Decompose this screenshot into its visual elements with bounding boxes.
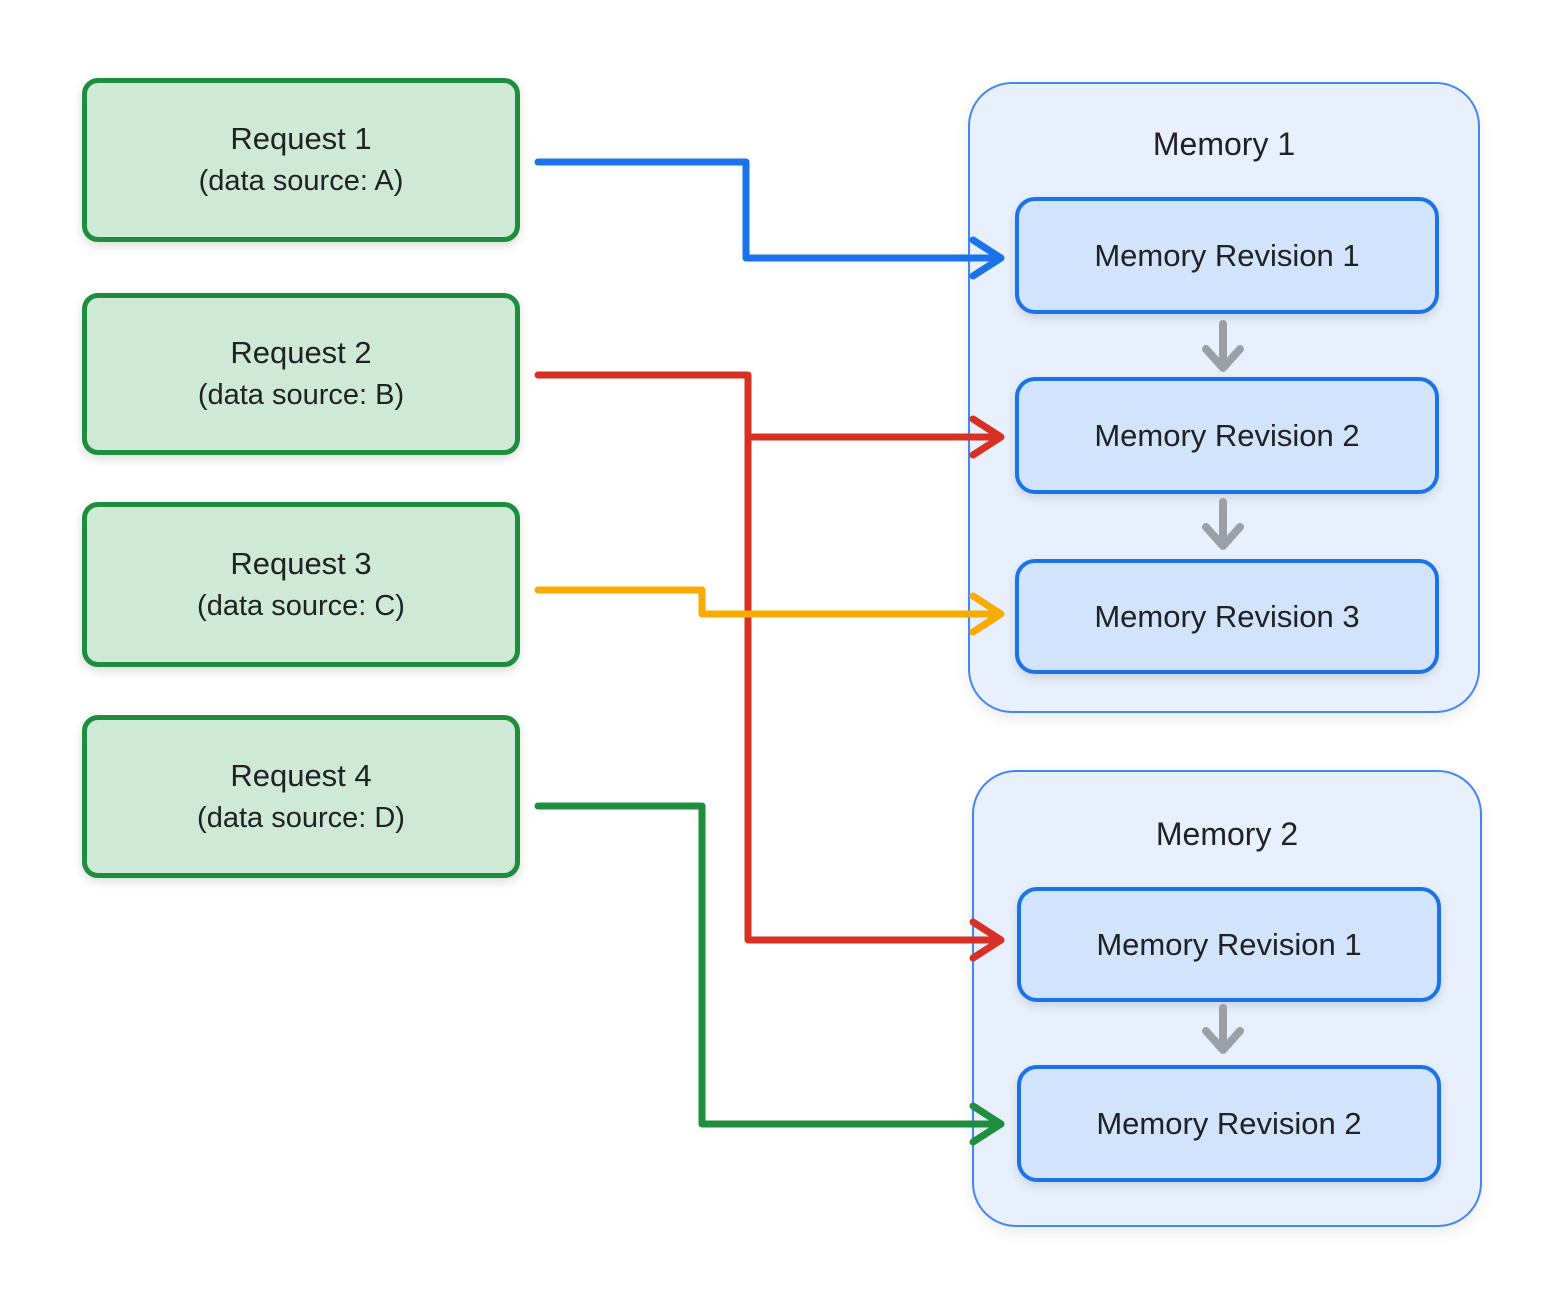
request-1-title: Request 1 [230, 121, 372, 156]
request-3-card: Request 3 (data source: C) [82, 502, 520, 667]
memory-2-revision-2-box: Memory Revision 2 [1017, 1065, 1441, 1182]
connector-request-3-to-memory-1-revision-3 [534, 586, 1005, 636]
connector-request-1-to-memory-1-revision-1 [534, 158, 1005, 280]
request-4-title: Request 4 [230, 757, 372, 793]
request-2-title: Request 2 [230, 335, 372, 370]
memory-1-title: Memory 1 [1152, 126, 1296, 162]
memory-1-revision-3-box: Memory Revision 3 [1015, 559, 1439, 674]
request-1-subtitle: (data source: A) [198, 165, 404, 198]
request-3-title: Request 3 [230, 545, 372, 581]
memory-2-title: Memory 2 [1155, 816, 1299, 852]
connector-request-4-to-memory-2-revision-2 [534, 802, 1005, 1146]
memory-1-revision-1-box: Memory Revision 1 [1015, 197, 1439, 314]
connector-request-2-to-memory-revisions [534, 371, 1005, 962]
request-1-card: Request 1 (data source: A) [82, 78, 520, 242]
memory-2-revision-1-box: Memory Revision 1 [1017, 887, 1441, 1002]
request-4-subtitle: (data source: D) [197, 801, 405, 834]
request-3-subtitle: (data source: C) [197, 589, 405, 622]
request-2-subtitle: (data source: B) [197, 379, 405, 412]
memory-1-container: Memory 1 Memory Revision 1 Memory Revisi… [968, 82, 1480, 713]
request-2-card: Request 2 (data source: B) [82, 293, 520, 455]
memory-2-container: Memory 2 Memory Revision 1 Memory Revisi… [972, 770, 1482, 1227]
memory-1-revision-2-box: Memory Revision 2 [1015, 377, 1439, 494]
request-4-card: Request 4 (data source: D) [82, 715, 520, 878]
